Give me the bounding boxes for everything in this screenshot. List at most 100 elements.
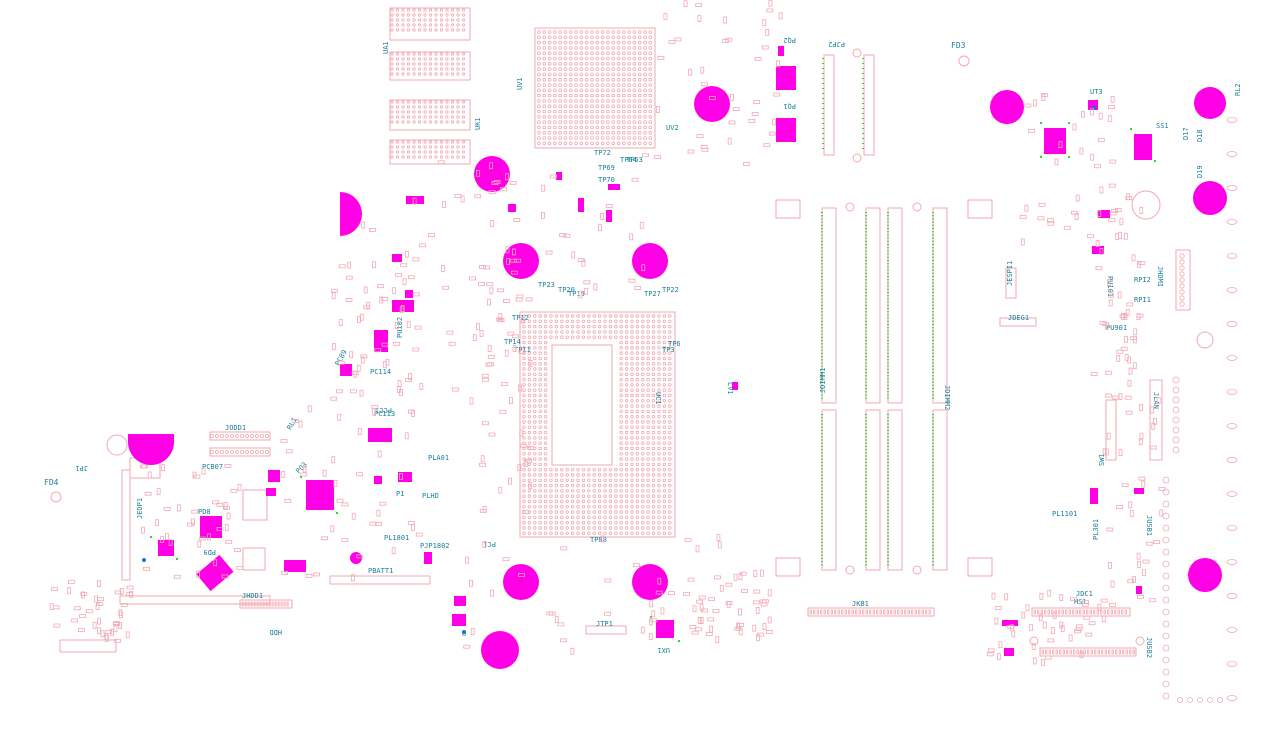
label-jusb2: JUSB2 xyxy=(1145,637,1153,658)
label-jlan: JLAN xyxy=(1152,392,1160,409)
label-uv1: UV1 xyxy=(516,77,524,90)
silkscreen-labels: FD3 FD4 PJP2 JDIMM1 JDIMM2 JKB1 JESPI1 J… xyxy=(44,36,1242,658)
label-pq2: PQ2 xyxy=(783,36,796,44)
label-jespi1: JESPI1 xyxy=(1006,261,1014,286)
hole-outline xyxy=(845,565,855,575)
label-ua1: UA1 xyxy=(382,41,390,54)
bga-grid-cpu xyxy=(522,314,672,535)
label-jtp1: JTP1 xyxy=(596,620,613,628)
label-jdimm1: JDIMM1 xyxy=(819,368,827,393)
highlighted-pads xyxy=(158,46,1152,656)
label-tp12: TP12 xyxy=(512,314,529,322)
label-pu101: PU101 xyxy=(1106,276,1114,297)
mount-hole xyxy=(1193,181,1227,215)
label-jodd1: JODD1 xyxy=(225,424,246,432)
mount-hole-half xyxy=(128,434,174,465)
label-tp63: TP63 xyxy=(626,156,643,164)
label-pcb07: PCB07 xyxy=(202,463,223,471)
label-pl301: PL301 xyxy=(1092,519,1100,540)
label-tp69: TP69 xyxy=(598,164,615,172)
hole-outline xyxy=(1135,636,1145,646)
mount-hole xyxy=(474,156,510,192)
hole-outline xyxy=(912,202,922,212)
label-tp70: TP70 xyxy=(598,176,615,184)
label-lv1: LV1 xyxy=(726,382,734,395)
hole-outline xyxy=(1131,190,1161,220)
label-tp23: TP23 xyxy=(538,281,555,289)
hole-outline xyxy=(106,434,128,456)
label-ux1: UX1 xyxy=(657,646,670,654)
label-tp22: TP22 xyxy=(662,286,679,294)
label-rl1: RL1 xyxy=(286,416,299,431)
label-o: O xyxy=(462,630,466,638)
component-footprints xyxy=(49,0,1238,703)
label-pbatt1: PBATT1 xyxy=(368,567,393,575)
label-tp27: TP27 xyxy=(644,290,661,298)
label-pjp2: PJP2 xyxy=(828,40,845,48)
label-pq1: PQ1 xyxy=(783,102,796,110)
mount-hole xyxy=(694,86,730,122)
label-plhd: PLHD xyxy=(422,492,439,500)
mounting-holes xyxy=(50,48,1227,669)
label-tp19: TP19 xyxy=(568,290,585,298)
hole-outline xyxy=(1029,636,1039,646)
label-fd3: FD3 xyxy=(951,41,966,50)
label-pc113: PC113 xyxy=(374,410,395,418)
mount-hole xyxy=(632,564,668,600)
label-pc1: PC1 xyxy=(483,540,496,548)
label-pl1101: PL1101 xyxy=(1052,510,1077,518)
mount-hole-half xyxy=(340,192,362,236)
label-pd8: PD8 xyxy=(198,508,211,516)
label-hs1: HS1 xyxy=(1074,598,1087,606)
label-uk1: UK1 xyxy=(474,117,482,130)
label-tp6: TP6 xyxy=(668,340,681,348)
label-tp88: TP88 xyxy=(590,536,607,544)
label-pu102: PU102 xyxy=(396,317,404,338)
label-pcc1: PCC1 xyxy=(375,406,392,414)
bga-grid-top xyxy=(537,30,653,146)
hole-outline xyxy=(958,55,970,67)
mount-hole xyxy=(1188,558,1222,592)
mount-hole xyxy=(632,243,668,279)
label-pd9: PD9 xyxy=(203,548,216,556)
hole-outline xyxy=(852,153,862,163)
ram-pad-grid xyxy=(390,8,466,159)
mount-hole xyxy=(990,90,1024,124)
label-pu901: PU901 xyxy=(1106,324,1127,332)
label-jdc1: JDC1 xyxy=(1076,590,1093,598)
label-pl1801: PL1801 xyxy=(384,534,409,542)
label-jdimm2: JDIMM2 xyxy=(943,385,951,410)
label-d19: D19 xyxy=(1196,165,1204,178)
label-jhdd1: JHDD1 xyxy=(242,592,263,600)
mount-hole xyxy=(481,631,519,669)
label-d18: D18 xyxy=(1196,129,1204,142)
label-tp14: TP14 xyxy=(504,338,521,346)
label-p1: P1 xyxy=(396,490,404,498)
label-ss1: SS1 xyxy=(1156,122,1169,130)
label-d17: D17 xyxy=(1182,127,1190,140)
hole-outline xyxy=(845,202,855,212)
label-sw1: SW1 xyxy=(1098,453,1106,466)
hole-outline xyxy=(912,565,922,575)
label-hdd: HDD xyxy=(269,628,282,636)
label-jp1: JP1 xyxy=(75,464,88,472)
label-fd4: FD4 xyxy=(44,478,59,487)
label-tp20: TP20 xyxy=(558,286,575,294)
label-jusb1: JUSB1 xyxy=(1145,515,1153,536)
label-jhdmi: JHDMI xyxy=(1156,266,1164,287)
label-tp3: TP3 xyxy=(662,346,675,354)
mount-hole xyxy=(1194,87,1226,119)
mount-hole xyxy=(503,564,539,600)
hole-outline xyxy=(1196,331,1214,349)
hole-outline xyxy=(852,48,862,58)
hole-outline xyxy=(50,491,62,503)
label-rl2: RL2 xyxy=(1234,83,1242,96)
label-pc114: PC114 xyxy=(370,368,391,376)
label-uv2: UV2 xyxy=(666,124,679,132)
label-rpi2: RPI2 xyxy=(1134,276,1151,284)
label-rpi1: RPI1 xyxy=(1134,296,1151,304)
label-tp72: TP72 xyxy=(594,149,611,157)
pin-markers xyxy=(150,122,1156,642)
label-jkb1: JKB1 xyxy=(852,600,869,608)
